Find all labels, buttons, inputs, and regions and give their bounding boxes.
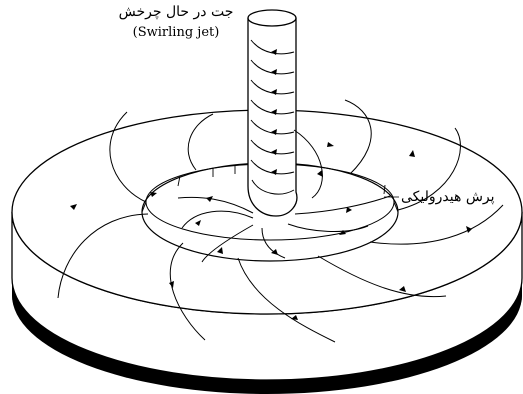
label-swirling-jet-english: (Swirling jet) [112,25,240,40]
jet-top-ellipse [248,10,296,26]
jet-column [248,18,297,216]
label-swirling-jet-persian: جت در حال چرخش [112,4,240,20]
label-hydraulic-jump: پرش هیدرولیکی [401,189,495,205]
